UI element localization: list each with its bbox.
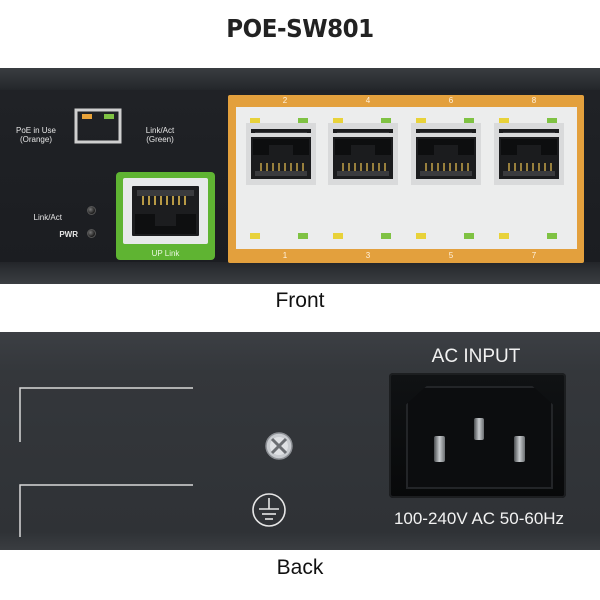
port-5-green-led xyxy=(464,233,474,239)
port-5-yellow-led xyxy=(416,233,426,239)
product-title: POE-SW801 xyxy=(226,14,374,43)
uplink-port-frame: UP Link xyxy=(116,172,215,260)
pwr-label: PWR xyxy=(59,230,78,239)
uplink-rj45-port-icon xyxy=(132,186,199,236)
port-8[interactable] xyxy=(493,118,565,176)
pwr-led xyxy=(87,229,96,238)
back-panel xyxy=(0,332,600,550)
port-7-green-led xyxy=(547,233,557,239)
port-2-green-led xyxy=(298,118,308,124)
poe-ports-svg xyxy=(245,118,565,239)
ac-spec-label: 100-240V AC 50-60Hz xyxy=(393,509,565,528)
ac-power-inlet[interactable] xyxy=(389,373,566,498)
front-caption: Front xyxy=(275,289,325,312)
poe-ports-frame: 2 4 6 8 1 3 5 7 xyxy=(228,95,584,263)
port-4[interactable] xyxy=(327,118,399,176)
ground-pin xyxy=(474,418,484,440)
port-8-green-led xyxy=(547,118,557,124)
legend-orange-led xyxy=(82,114,92,119)
led-legend-diagram xyxy=(72,106,124,146)
uplink-label: UP Link xyxy=(151,249,180,258)
mount-guide-bottom xyxy=(19,484,193,537)
port-3-yellow-led xyxy=(333,233,343,239)
link-act-text: Link/Act xyxy=(145,126,175,135)
port-number-5: 5 xyxy=(448,251,454,260)
link-act-legend-label: Link/Act (Green) xyxy=(130,126,190,144)
port-4-yellow-led xyxy=(333,118,343,124)
port-1-yellow-led xyxy=(250,233,260,239)
ac-input-label: AC INPUT xyxy=(431,346,521,367)
port-number-3: 3 xyxy=(365,251,371,260)
uplink-link-act-label: Link/Act xyxy=(33,213,62,222)
port-number-7: 7 xyxy=(531,251,537,260)
neutral-pin xyxy=(514,436,525,462)
ac-inlet-socket xyxy=(406,386,553,489)
mount-guide-top xyxy=(19,387,193,442)
back-panel-markings xyxy=(19,387,293,537)
port-3-green-led xyxy=(381,233,391,239)
port-number-8: 8 xyxy=(531,96,537,105)
uplink-port-bezel xyxy=(123,178,208,244)
poe-orange-text: (Orange) xyxy=(19,135,52,144)
led-legend-port-icon xyxy=(74,108,122,144)
port-2-yellow-led xyxy=(250,118,260,124)
port-6[interactable] xyxy=(410,118,482,176)
link-green-text: (Green) xyxy=(146,135,174,144)
port-3[interactable] xyxy=(327,132,399,239)
ground-symbol-icon xyxy=(252,493,286,527)
port-4-green-led xyxy=(381,118,391,124)
port-6-yellow-led xyxy=(416,118,426,124)
poe-in-use-label: PoE in Use (Orange) xyxy=(6,126,66,144)
port-number-2: 2 xyxy=(282,96,288,105)
port-6-green-led xyxy=(464,118,474,124)
port-2[interactable] xyxy=(245,118,317,176)
port-1-green-led xyxy=(298,233,308,239)
line-pin xyxy=(434,436,445,462)
poe-ports-bezel xyxy=(236,107,577,249)
port-number-6: 6 xyxy=(448,96,454,105)
port-7[interactable] xyxy=(493,132,565,239)
port-1[interactable] xyxy=(245,132,317,239)
port-number-4: 4 xyxy=(365,96,371,105)
port-5[interactable] xyxy=(410,132,482,239)
back-caption: Back xyxy=(276,556,324,579)
legend-green-led xyxy=(104,114,114,119)
poe-in-use-text: PoE in Use xyxy=(15,126,57,135)
port-8-yellow-led xyxy=(499,118,509,124)
port-7-yellow-led xyxy=(499,233,509,239)
link-act-led xyxy=(87,206,96,215)
screw-icon xyxy=(265,432,293,460)
port-number-1: 1 xyxy=(282,251,288,260)
